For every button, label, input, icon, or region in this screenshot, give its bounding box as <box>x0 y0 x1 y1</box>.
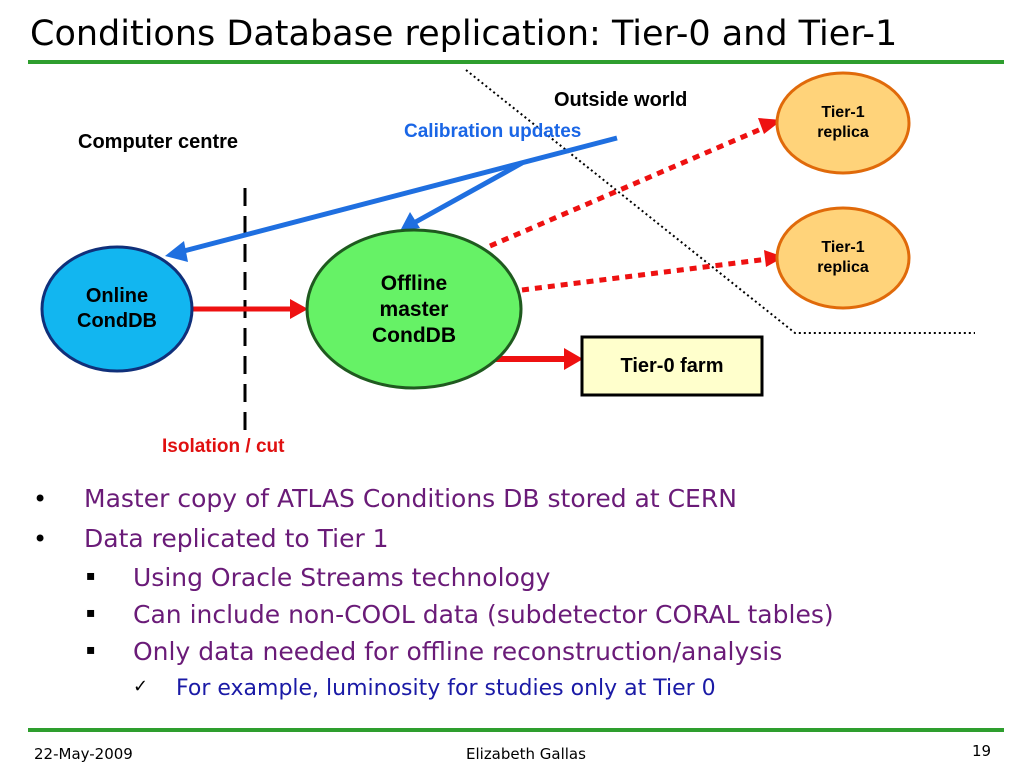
online-conddb-label: Online CondDB <box>42 266 192 352</box>
offline-master-line1: Offline <box>380 271 448 295</box>
sub-bullet-marker: ▪ <box>86 605 96 621</box>
tier1-top-line2: replica <box>817 124 869 141</box>
isolation-cut-label: Isolation / cut <box>162 436 285 457</box>
replication-diagram <box>40 69 975 430</box>
footer-date: 22-May-2009 <box>34 745 133 763</box>
online-to-offline-arrowhead <box>290 299 308 319</box>
bullet-marker: • <box>33 485 48 513</box>
tier1-top-line1: Tier-1 <box>821 104 865 121</box>
tier0-farm-label: Tier-0 farm <box>620 354 724 377</box>
offline-master-line3: CondDB <box>372 324 456 348</box>
sub-bullet-marker: ▪ <box>86 568 96 584</box>
calibration-arrow-online <box>179 135 618 255</box>
offline-master-line2: master <box>379 297 449 321</box>
calibration-arrowhead-offline <box>400 212 420 231</box>
bullet-item-2: Data replicated to Tier 1 <box>84 524 389 553</box>
replication-arrow-top <box>489 123 769 249</box>
sub-sub-bullet-item-1: For example, luminosity for studies only… <box>176 676 716 701</box>
calibration-arrow-offline <box>410 160 524 227</box>
title-rule <box>28 60 1004 64</box>
tier1-replica-top-label: Tier-1 replica <box>777 93 909 153</box>
outside-world-boundary <box>465 69 975 334</box>
offline-to-tier0-arrowhead <box>564 348 583 370</box>
tier1-mid-line2: replica <box>817 259 869 276</box>
footer-rule <box>28 728 1004 732</box>
bullet-item-1: Master copy of ATLAS Conditions DB store… <box>84 484 737 513</box>
tier1-replica-mid-node <box>775 206 911 310</box>
check-icon: ✓ <box>133 676 149 697</box>
tier1-replica-mid-label: Tier-1 replica <box>777 228 909 288</box>
sub-bullet-item-3: Only data needed for offline reconstruct… <box>133 637 783 666</box>
slide-title: Conditions Database replication: Tier-0 … <box>30 14 898 54</box>
online-conddb-line1: Online <box>85 285 149 307</box>
replication-arrow-mid <box>521 256 769 293</box>
tier1-mid-line1: Tier-1 <box>821 239 865 256</box>
computer-centre-label: Computer centre <box>78 131 239 153</box>
replication-arrowhead-mid <box>764 250 784 267</box>
online-conddb-line2: CondDB <box>77 310 157 332</box>
sub-bullet-marker: ▪ <box>86 642 96 658</box>
bullet-marker: • <box>33 525 48 553</box>
online-conddb-node <box>40 245 194 373</box>
tier1-replica-top-node <box>775 71 911 175</box>
sub-bullet-item-2: Can include non-COOL data (subdetector C… <box>133 600 834 629</box>
offline-master-node <box>305 228 523 390</box>
footer-author: Elizabeth Gallas <box>466 745 586 763</box>
sub-bullet-item-1: Using Oracle Streams technology <box>133 563 551 592</box>
outside-world-label: Outside world <box>554 89 688 111</box>
offline-master-label: Offline master CondDB <box>314 256 514 364</box>
tier0-farm-node <box>580 335 764 397</box>
calibration-arrowhead-online <box>165 241 188 262</box>
calibration-updates-label: Calibration updates <box>404 121 582 142</box>
page-number: 19 <box>972 742 992 760</box>
